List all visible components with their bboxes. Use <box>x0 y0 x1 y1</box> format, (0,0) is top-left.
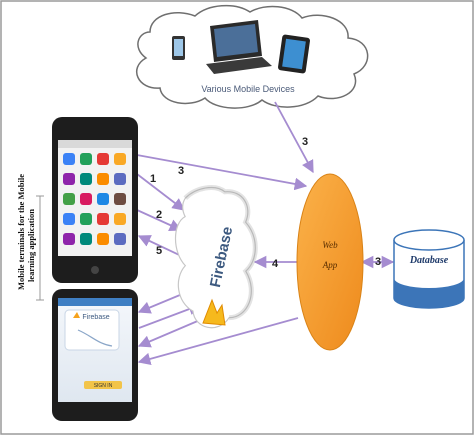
app-icon <box>114 153 126 165</box>
app-icon <box>114 193 126 205</box>
web-app-ellipse <box>296 173 364 351</box>
phone-signin: Firebase SIGN IN <box>52 289 138 421</box>
app-icon <box>80 233 92 245</box>
side-label: Mobile terminals for the Mobile learning… <box>16 174 36 290</box>
label-phone-to-firebase-1: 1 <box>150 173 156 185</box>
app-icon <box>63 193 75 205</box>
database-top <box>393 229 465 251</box>
label-cloud-to-webapp: 3 <box>302 136 308 148</box>
phone2-flame-icon <box>73 312 80 318</box>
arrows <box>136 101 395 366</box>
devices-cloud: Various Mobile Devices <box>135 4 369 109</box>
firebase-flame-icon <box>202 298 226 326</box>
app-icon <box>97 233 109 245</box>
label-firebase-to-phone-5: 5 <box>156 245 162 257</box>
arrow-cloud-to-webapp <box>274 101 314 174</box>
app-icon <box>80 153 92 165</box>
app-icon <box>80 173 92 185</box>
arrow-phone-to-firebase-2 <box>136 209 183 232</box>
side-label-line2: learning application <box>26 209 36 282</box>
app-icon <box>97 213 109 225</box>
app-icon <box>114 173 126 185</box>
phone1-home-button <box>91 266 99 274</box>
app-icon <box>63 153 75 165</box>
phone2-card-title: Firebase <box>82 314 109 321</box>
label-phone-to-webapp: 3 <box>178 165 184 177</box>
web-app-block: Web App <box>296 173 364 351</box>
cloud-label: Various Mobile Devices <box>201 84 295 94</box>
arrow-labels: 3 3 1 2 5 4 3 <box>150 136 381 270</box>
firebase-block: Firebase <box>174 185 258 329</box>
app-icon <box>97 153 109 165</box>
label-webapp-to-firebase: 4 <box>272 258 279 270</box>
app-icon <box>80 193 92 205</box>
arrow-firebase-to-phone2-b <box>137 319 201 348</box>
database-block: Database <box>393 229 465 309</box>
phone-app-grid <box>52 117 138 283</box>
web-app-line2: App <box>322 260 338 270</box>
tablet-icon <box>278 34 310 74</box>
app-icon <box>97 193 109 205</box>
label-phone-to-firebase-2: 2 <box>156 209 162 221</box>
phone2-signin-label: SIGN IN <box>94 383 113 389</box>
label-webapp-to-database: 3 <box>375 256 381 268</box>
app-icon-grid <box>63 153 126 245</box>
app-icon <box>97 173 109 185</box>
database-label: Database <box>409 255 449 266</box>
small-phone-icon <box>172 36 185 60</box>
side-label-line1: Mobile terminals for the Mobile <box>16 174 26 290</box>
laptop-icon <box>206 20 272 74</box>
app-icon <box>114 213 126 225</box>
database-fill <box>394 278 464 308</box>
app-icon <box>63 173 75 185</box>
app-icon <box>114 233 126 245</box>
phone2-card <box>64 309 120 351</box>
web-app-line1: Web <box>322 240 338 250</box>
app-icon <box>80 213 92 225</box>
app-icon <box>63 213 75 225</box>
arrow-phone-to-webapp <box>136 154 308 191</box>
app-icon <box>63 233 75 245</box>
arrow-phone-to-firebase-1 <box>136 173 186 211</box>
arrow-webapp-to-phone2 <box>137 317 299 366</box>
phone2-signin-button <box>84 381 122 389</box>
